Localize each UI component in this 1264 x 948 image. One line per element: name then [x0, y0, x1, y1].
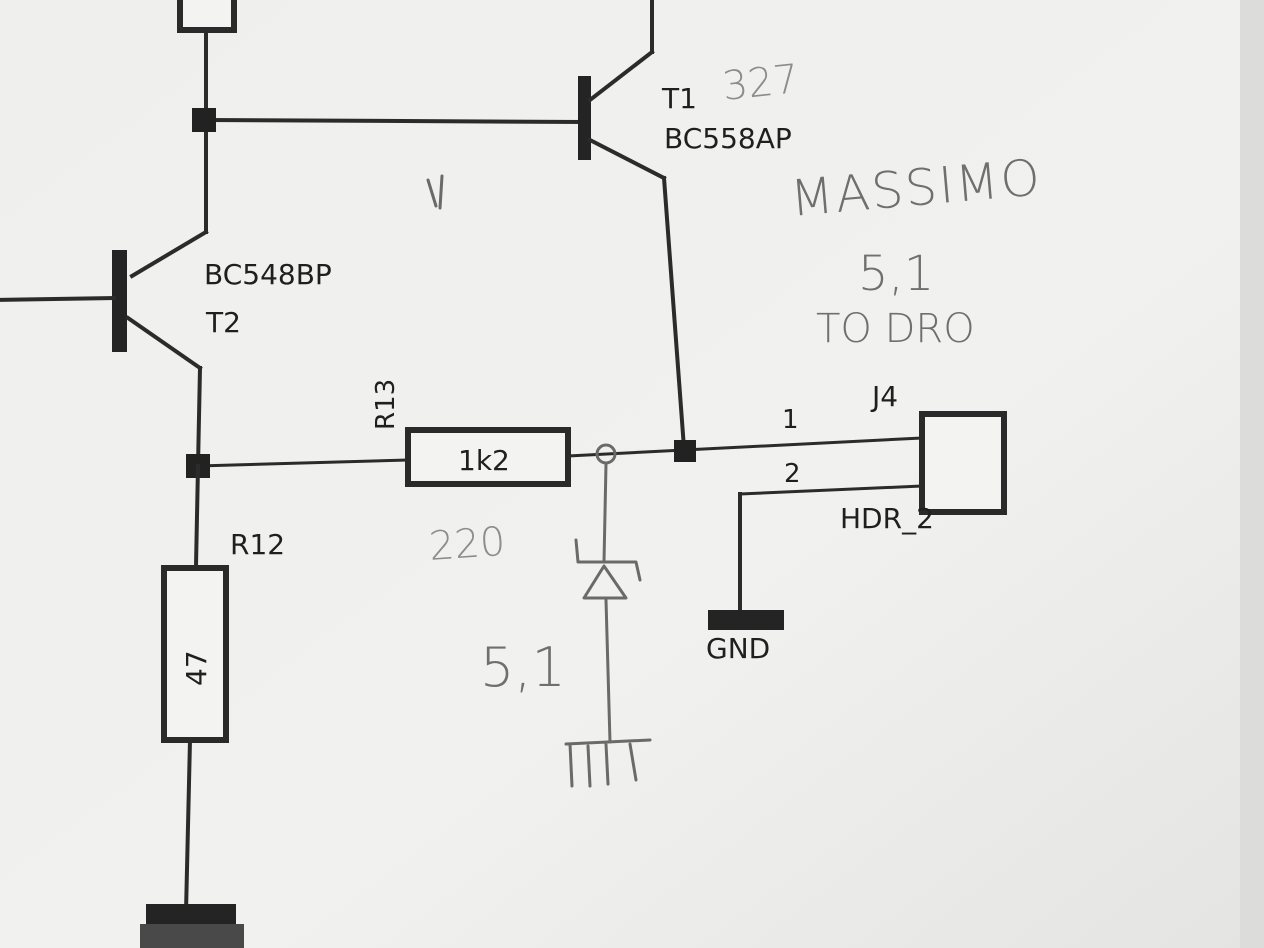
wire-t1-base: [203, 117, 585, 125]
r12-ref-label: R12: [230, 528, 285, 561]
note-t1-327: 327: [720, 56, 801, 110]
gnd-bottom-bar: [146, 904, 236, 924]
wire-r12-bottom: [183, 737, 193, 915]
r13-value-label: 1k2: [458, 444, 510, 477]
pencil-zener-diode: [564, 443, 652, 788]
note-r13-220: 220: [427, 519, 506, 570]
r12-value-label: 47: [180, 650, 213, 686]
gnd-bottom-label-fragment: [140, 924, 244, 948]
wire-t2-base: [0, 295, 117, 302]
note-zener-5-1: 5,1: [480, 636, 566, 699]
j4-pin2-label: 2: [784, 459, 801, 489]
gnd-label: GND: [706, 632, 770, 665]
note-value-5-1: 5,1: [858, 246, 934, 302]
t1-ref-label: T1: [661, 82, 697, 115]
paper-right-edge: [1240, 0, 1264, 948]
junction-t1-collector: [674, 440, 696, 462]
wire-j4-pin2: [739, 484, 923, 496]
wire-t1-collector-down: [661, 175, 687, 451]
wire-t2-emitter-diag: [125, 315, 203, 371]
pencil-faint-scribble: [426, 174, 444, 210]
wire-r13-left: [197, 458, 409, 468]
note-to-dro: TO DRO: [816, 306, 975, 352]
gnd-symbol-bar: [708, 610, 784, 630]
t2-base-bar: [112, 250, 127, 352]
j4-ref-label: J4: [870, 380, 898, 413]
r13-body: [405, 427, 571, 487]
wire-t2-collector-diag: [129, 229, 209, 279]
t1-part-label: BC558AP: [664, 122, 792, 155]
t1-base-bar: [578, 76, 591, 160]
j4-header-body: [919, 411, 1007, 515]
t2-ref-label: T2: [205, 306, 241, 339]
wire-t2-emitter-down: [195, 365, 203, 469]
r12-body: [161, 565, 229, 743]
j4-part-label: HDR_2: [840, 502, 934, 535]
wire-r12-top: [193, 463, 201, 569]
wire-r13-right: [567, 448, 685, 458]
t2-part-label: BC548BP: [204, 258, 332, 291]
wire-t1-emitter-diag: [587, 49, 655, 103]
wire-to-j4-pin1: [683, 436, 923, 452]
wire-t1-collector-diag: [587, 137, 667, 181]
junction-top-left: [192, 108, 216, 132]
r13-ref-label: R13: [371, 379, 401, 430]
top-resistor-body: [177, 0, 237, 33]
j4-pin1-label: 1: [782, 405, 799, 435]
